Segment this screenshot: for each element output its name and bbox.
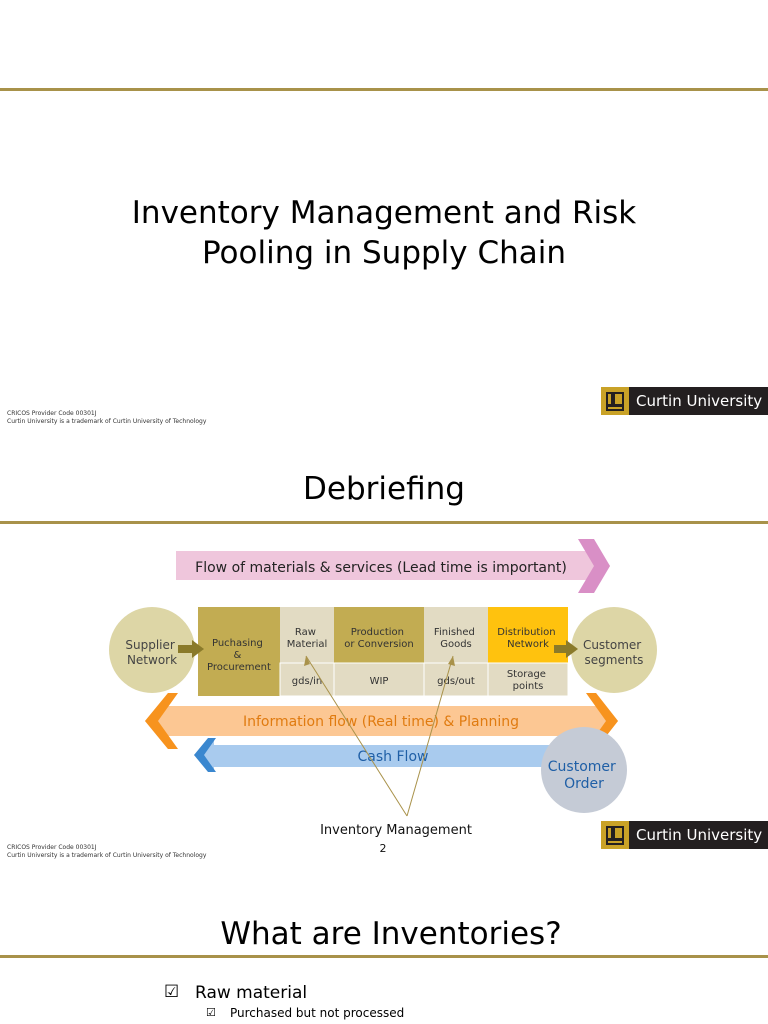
information-flow-left-head <box>145 693 178 749</box>
cricos-code: CRICOS Provider Code 00301J <box>7 410 97 417</box>
wip-label: WIP <box>370 676 389 687</box>
slide-2: Debriefing Flow of materials & services … <box>0 444 768 876</box>
distribution-block <box>488 607 568 663</box>
raw-material-label: Raw Material <box>287 627 328 650</box>
purchasing-block <box>198 607 280 696</box>
gds-in-label: gds/in <box>292 676 322 687</box>
slide-1-title-line1: Inventory Management and Risk <box>131 195 637 231</box>
curtin-logo: Curtin University <box>601 821 768 849</box>
cash-flow-arrow <box>194 740 560 772</box>
sub-bullet-1-checkbox-icon: ☑ <box>206 1006 216 1019</box>
slide-3-title: What are Inventories? <box>220 916 562 952</box>
finished-goods-label: Finished Goods <box>434 627 478 650</box>
slide-1-cricos: CRICOS Provider Code 00301J Curtin Unive… <box>7 410 206 426</box>
cash-flow-head <box>194 738 216 772</box>
sub-bullet-1-text: Purchased but not processed <box>230 1006 405 1020</box>
materials-flow-arrowhead <box>578 539 610 593</box>
slide-1-top-rule <box>0 88 768 91</box>
raw-material-block <box>280 607 334 663</box>
curtin-logo: Curtin University <box>601 387 768 415</box>
bullet-1-checkbox-icon: ☑ <box>164 982 180 1002</box>
materials-flow-label: Flow of materials & services (Lead time … <box>195 560 567 576</box>
bullet-1-text: Raw material <box>195 983 308 1003</box>
inventory-management-label: Inventory Management <box>320 823 472 838</box>
materials-flow-arrow <box>176 539 610 593</box>
slide-1: Inventory Management and Risk Pooling in… <box>0 0 768 444</box>
slide-2-top-rule <box>0 521 768 524</box>
supplier-network-label: Supplier Network <box>125 638 178 667</box>
curtin-shield-icon <box>601 821 629 849</box>
slide-3: What are Inventories? ☑ Raw material ☑ P… <box>0 876 768 1024</box>
slide-2-cricos: CRICOS Provider Code 00301J Curtin Unive… <box>7 844 206 860</box>
curtin-shield-icon <box>601 387 629 415</box>
customer-segments-label: Customer segments <box>583 638 645 667</box>
gds-out-cell <box>423 662 489 697</box>
supplier-to-purchasing-arrow-icon <box>178 640 204 658</box>
slide-1-title: Inventory Management and Risk Pooling in… <box>0 193 768 273</box>
finished-goods-block <box>424 607 488 663</box>
cricos-trademark: Curtin University is a trademark of Curt… <box>7 418 207 425</box>
gds-out-label: gds/out <box>437 676 475 687</box>
purchasing-label: Puchasing & Procurement <box>207 638 271 673</box>
slide-2-page-number: 2 <box>380 842 387 855</box>
wip-cell <box>333 662 425 697</box>
storage-cell <box>487 662 569 697</box>
customer-order-label: Customer Order <box>548 759 620 792</box>
curtin-logo-text: Curtin University <box>636 392 763 410</box>
slide-3-top-rule <box>0 955 768 958</box>
cricos-code: CRICOS Provider Code 00301J <box>7 844 97 851</box>
distribution-to-customer-arrow-icon <box>554 640 578 658</box>
slide-2-title: Debriefing <box>303 471 465 507</box>
cash-flow-label: Cash Flow <box>358 749 429 765</box>
curtin-logo-text: Curtin University <box>636 826 763 844</box>
supply-chain-diagram: Flow of materials & services (Lead time … <box>109 539 657 855</box>
storage-label: Storage points <box>507 669 549 692</box>
pointer-head-finished <box>448 656 455 666</box>
production-label: Production or Conversion <box>344 627 413 650</box>
supplier-network-circle <box>109 607 195 693</box>
inventory-pointer-lines <box>305 655 454 817</box>
cricos-trademark: Curtin University is a trademark of Curt… <box>7 852 207 859</box>
customer-order-circle <box>541 727 627 813</box>
distribution-label: Distribution Network <box>497 627 559 650</box>
slide-1-title-line2: Pooling in Supply Chain <box>201 235 567 271</box>
customer-segments-circle <box>571 607 657 693</box>
information-flow-arrow <box>145 693 618 749</box>
information-flow-label: Information flow (Real time) & Planning <box>243 714 519 730</box>
pointer-head-raw <box>304 656 310 666</box>
production-block <box>334 607 424 663</box>
